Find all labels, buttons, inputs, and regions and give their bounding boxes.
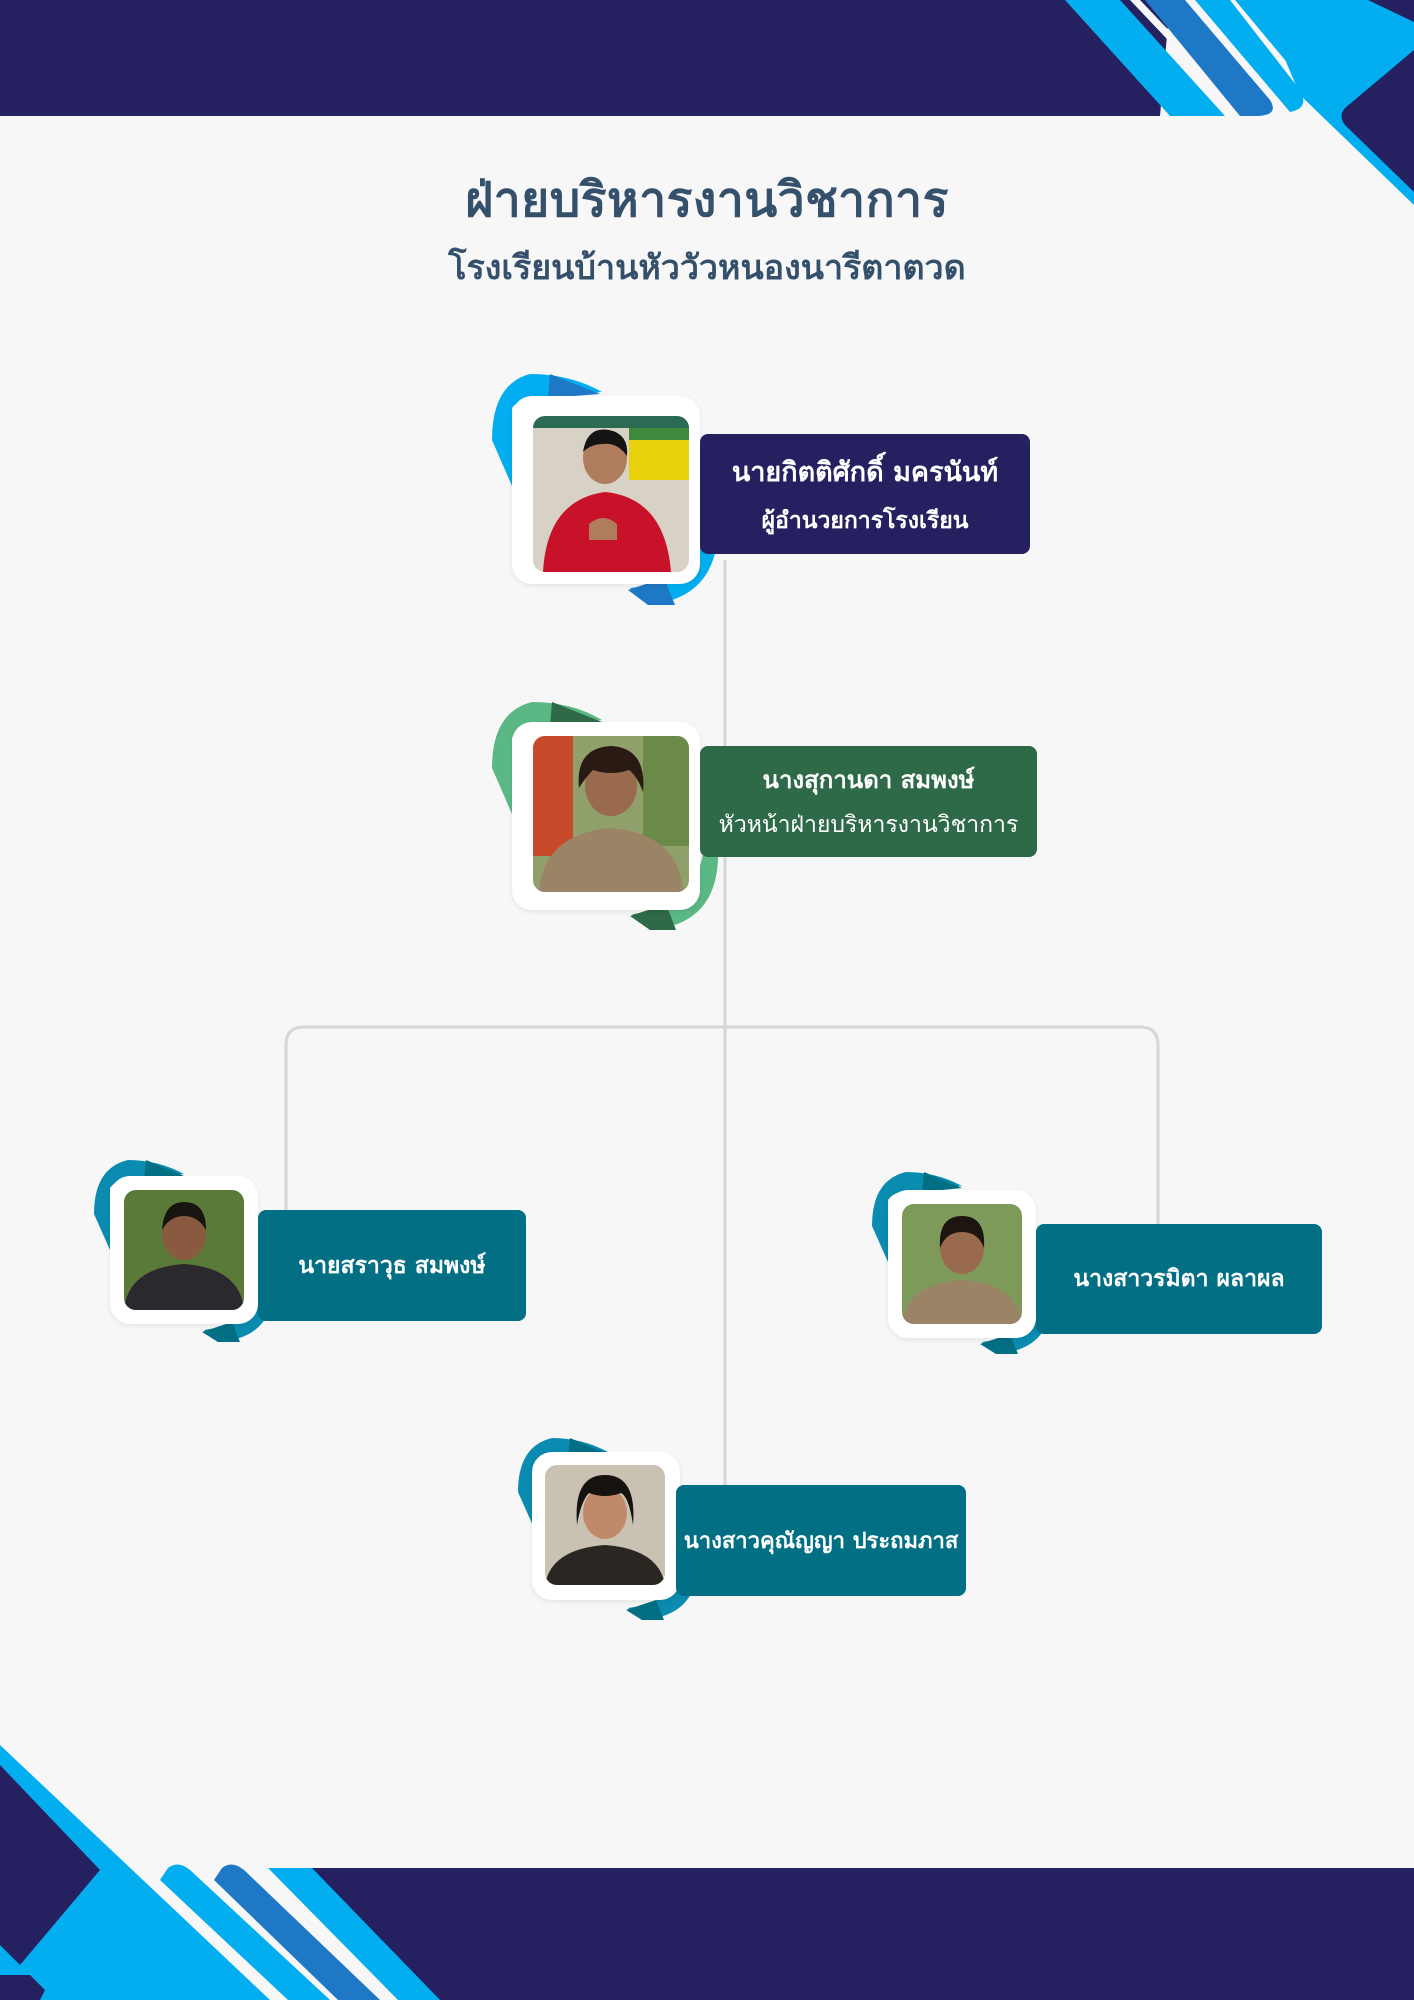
person-photo-dark-shirt-icon <box>545 1465 665 1585</box>
head-label: นางสุกานดา สมพงษ์ หัวหน้าฝ่ายบริหารงานวิ… <box>700 746 1037 857</box>
member-label: นางสาวคุณัญญา ประถมภาส <box>676 1485 966 1596</box>
member-name: นายสราวุธ สมพงษ์ <box>298 1252 486 1279</box>
member-label: นายสราวุธ สมพงษ์ <box>258 1210 526 1321</box>
member-name: นางสาวรมิตา ผลาผล <box>1073 1266 1285 1292</box>
person-photo-uniform-icon <box>533 736 689 892</box>
person-photo-red-shirt-icon <box>533 416 689 572</box>
person-photo-uniform-icon <box>902 1204 1022 1324</box>
person-photo-dark-shirt-icon <box>124 1190 244 1310</box>
page-title: ฝ่ายบริหารงานวิชาการ <box>465 172 949 228</box>
head-name: นางสุกานดา สมพงษ์ <box>762 766 975 794</box>
director-label: นายกิตติศักดิ์ มครนันท์ ผู้อำนวยการโรงเร… <box>700 434 1030 554</box>
head-role: หัวหน้าฝ่ายบริหารงานวิชาการ <box>718 812 1019 838</box>
school-name: โรงเรียนบ้านหัววัวหนองนารีตาตวด <box>448 248 966 288</box>
director-role: ผู้อำนวยการโรงเรียน <box>761 507 969 534</box>
member-label: นางสาวรมิตา ผลาผล <box>1036 1224 1322 1334</box>
member-name: นางสาวคุณัญญา ประถมภาส <box>683 1529 959 1554</box>
director-name: นายกิตติศักดิ์ มครนันท์ <box>731 456 999 488</box>
